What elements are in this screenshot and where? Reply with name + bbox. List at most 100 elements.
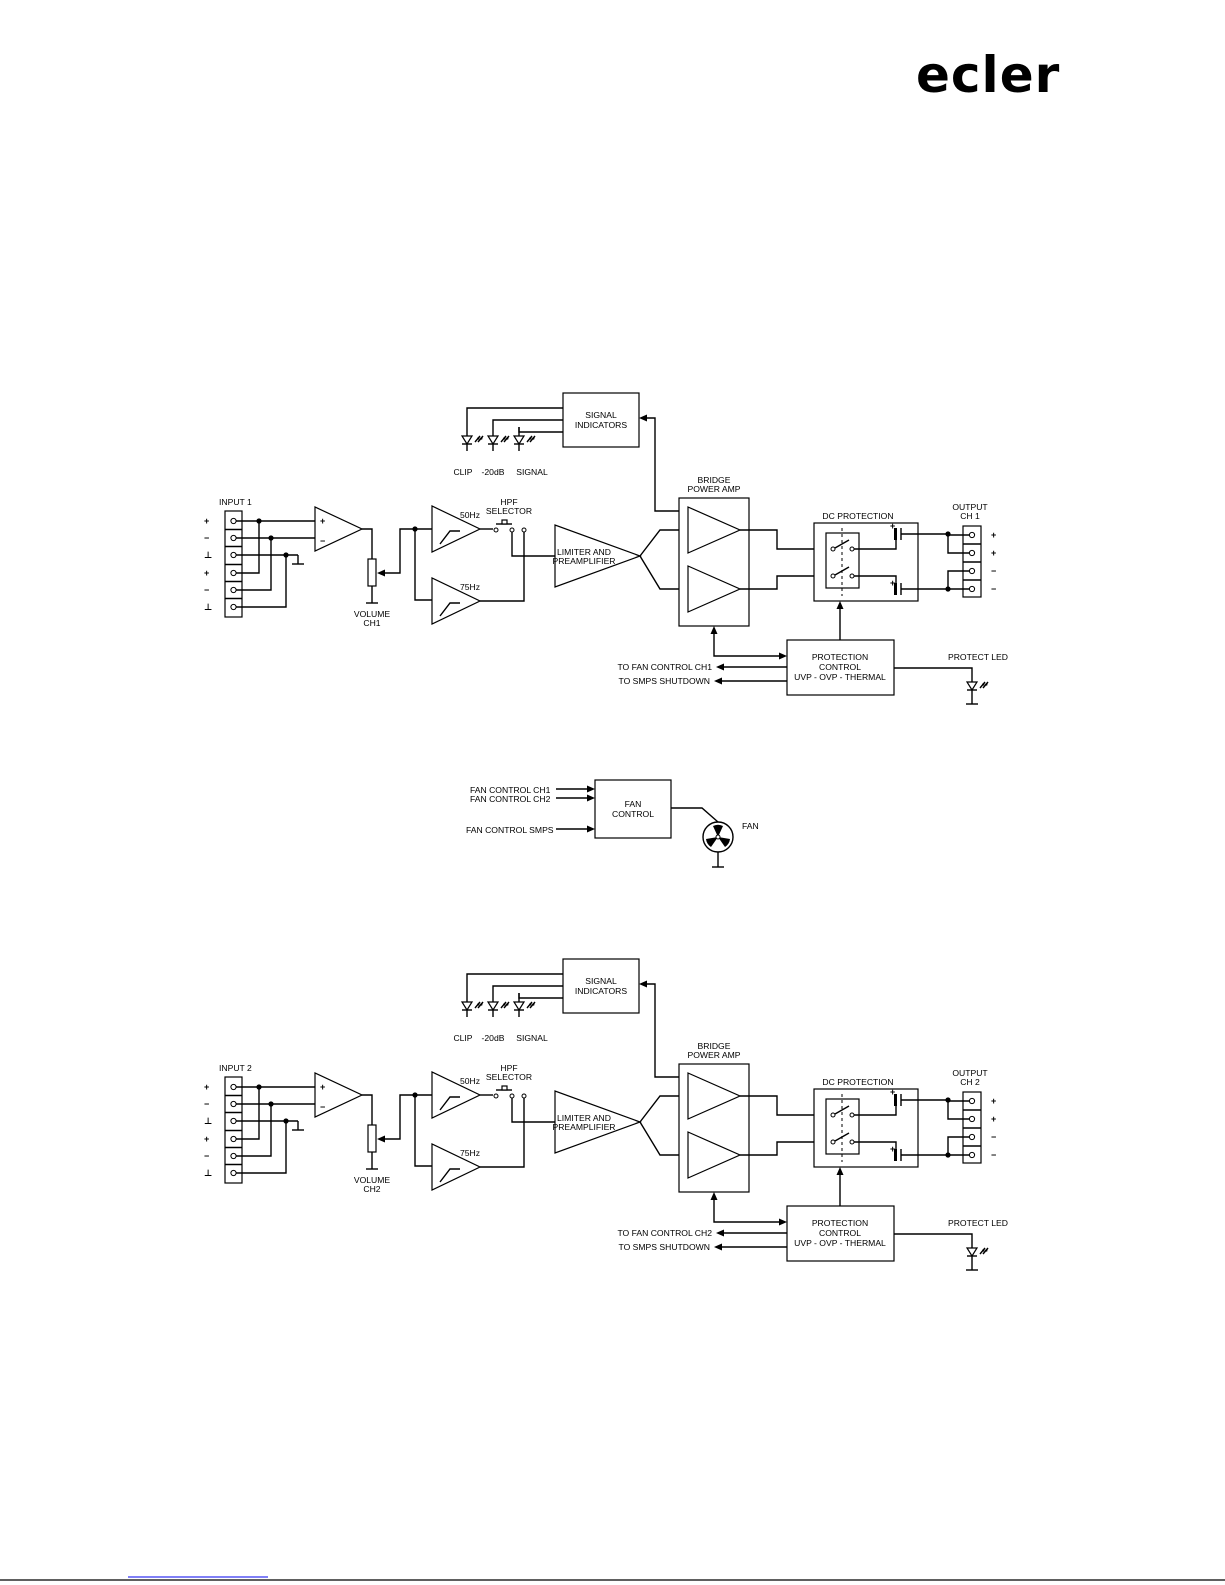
signal-led-label: SIGNAL — [516, 467, 548, 477]
input-sign-4: − — [204, 1151, 209, 1161]
input-sign-4: − — [204, 585, 209, 595]
signal-led-icon — [512, 993, 536, 1017]
fan-control-diagram: FAN CONTROL CH1 FAN CONTROL CH2 FAN CONT… — [466, 779, 759, 868]
power-amp-label: POWER AMP — [687, 484, 740, 494]
hpf-selector-label: HPF — [500, 1063, 517, 1073]
to-smps-shutdown-label: TO SMPS SHUTDOWN — [618, 1242, 710, 1252]
dc-protection-label: DC PROTECTION — [822, 1077, 893, 1087]
input-pin — [230, 1100, 237, 1108]
hpf-75hz-label: 75Hz — [460, 582, 480, 592]
input-pin — [230, 569, 237, 577]
output-pin — [968, 1133, 976, 1141]
clip-led-label: CLIP — [453, 1033, 472, 1043]
input-label: INPUT 1 — [219, 497, 252, 507]
output-channel-label: CH 1 — [960, 511, 980, 521]
input-sign-1: − — [204, 533, 209, 543]
output-sign-1: + — [991, 1114, 996, 1124]
hpf-75hz-filter — [431, 1143, 482, 1191]
signal-led-icon — [512, 427, 536, 451]
signal-led-label: SIGNAL — [516, 1033, 548, 1043]
power-amp-label: POWER AMP — [687, 1050, 740, 1060]
fan-input-smps-label: FAN CONTROL SMPS — [466, 825, 554, 835]
input-pin — [230, 1117, 237, 1125]
hpf-75hz-label: 75Hz — [460, 1148, 480, 1158]
bridge-amp-bottom — [687, 565, 742, 613]
hpf-selector-label-2: SELECTOR — [486, 1072, 532, 1082]
output-sign-2: − — [991, 1132, 996, 1142]
input-pin — [230, 517, 237, 525]
volume-channel-label: CH1 — [363, 618, 380, 628]
fan-control-label-1: FAN — [625, 799, 642, 809]
output-pin — [968, 549, 976, 557]
channel-2-diagram: INPUT 2+−⊥+−⊥+−VOLUMECH250Hz75HzHPFSELEC… — [204, 958, 1008, 1271]
input-pin — [230, 551, 237, 559]
hpf-50hz-filter — [431, 505, 482, 553]
signal-indicators-label-2: INDICATORS — [575, 986, 627, 996]
minus20db-led-label: -20dB — [482, 1033, 505, 1043]
hpf-50hz-label: 50Hz — [460, 510, 480, 520]
hpf-75hz-filter — [431, 577, 482, 625]
ecler-logo: ecler — [916, 46, 1060, 104]
volume-potentiometer — [367, 558, 377, 587]
protect-led-icon — [965, 673, 989, 697]
input-sign-5: ⊥ — [204, 602, 212, 612]
input-sign-3: + — [204, 1134, 209, 1144]
output-label: OUTPUT — [952, 502, 988, 512]
signal-indicators-label-2: INDICATORS — [575, 420, 627, 430]
amp-minus-sign: − — [320, 1102, 325, 1112]
output-sign-3: − — [991, 584, 996, 594]
volume-label: VOLUME — [354, 609, 391, 619]
input-sign-2: ⊥ — [204, 1116, 212, 1126]
amp-plus-sign: + — [320, 516, 325, 526]
fan-label: FAN — [742, 821, 759, 831]
uvp-ovp-thermal-label: UVP - OVP - THERMAL — [794, 1238, 886, 1248]
input-pin — [230, 1135, 237, 1143]
output-pin — [968, 1115, 976, 1123]
uvp-ovp-thermal-label: UVP - OVP - THERMAL — [794, 672, 886, 682]
input-pin — [230, 1152, 237, 1160]
protection-label: PROTECTION — [812, 652, 868, 662]
input-pin — [230, 586, 237, 594]
input-buffer-amp — [314, 1072, 364, 1118]
control-label: CONTROL — [819, 662, 861, 672]
bridge-label: BRIDGE — [698, 475, 731, 485]
input-sign-2: ⊥ — [204, 550, 212, 560]
clip-led-label: CLIP — [453, 467, 472, 477]
volume-potentiometer — [367, 1124, 377, 1153]
amp-plus-sign: + — [320, 1082, 325, 1092]
clip-led-icon — [460, 993, 484, 1017]
input-sign-0: + — [204, 1082, 209, 1092]
output-pin — [968, 585, 976, 593]
signal-indicators-block — [562, 392, 640, 448]
signal-indicators-block — [562, 958, 640, 1014]
output-pin — [968, 531, 976, 539]
input-buffer-amp — [314, 506, 364, 552]
volume-channel-label: CH2 — [363, 1184, 380, 1194]
output-pin — [968, 1151, 976, 1159]
protect-led-label: PROTECT LED — [948, 652, 1008, 662]
control-label: CONTROL — [819, 1228, 861, 1238]
bridge-amp-top — [687, 506, 742, 554]
cap-plus-bottom: + — [890, 578, 895, 588]
output-sign-1: + — [991, 548, 996, 558]
output-channel-label: CH 2 — [960, 1077, 980, 1087]
volume-label: VOLUME — [354, 1175, 391, 1185]
hpf-selector-label-2: SELECTOR — [486, 506, 532, 516]
cap-plus-bottom: + — [890, 1144, 895, 1154]
hpf-50hz-label: 50Hz — [460, 1076, 480, 1086]
input-sign-5: ⊥ — [204, 1168, 212, 1178]
to-fan-control-label: TO FAN CONTROL CH1 — [617, 662, 712, 672]
input-sign-3: + — [204, 568, 209, 578]
limiter-preamplifier — [554, 1090, 642, 1154]
signal-indicators-label: SIGNAL — [585, 410, 617, 420]
input-sign-0: + — [204, 516, 209, 526]
to-fan-control-label: TO FAN CONTROL CH2 — [617, 1228, 712, 1238]
fan-control-label-2: CONTROL — [612, 809, 654, 819]
output-sign-3: − — [991, 1150, 996, 1160]
bridge-amp-top — [687, 1072, 742, 1120]
minus20db-led-icon — [486, 427, 510, 451]
input-pin — [230, 534, 237, 542]
input-sign-1: − — [204, 1099, 209, 1109]
cap-plus-top: + — [890, 521, 895, 531]
clip-led-icon — [460, 427, 484, 451]
